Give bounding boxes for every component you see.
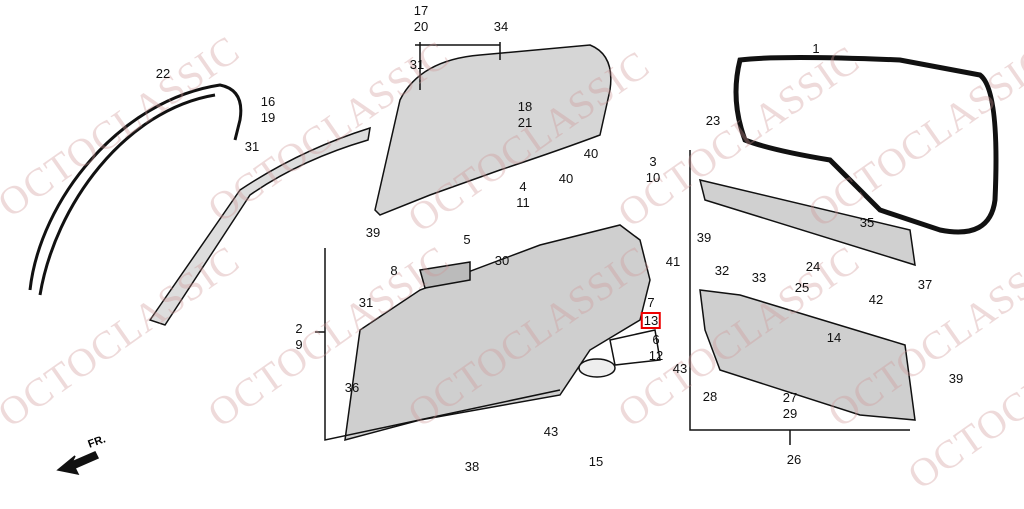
part-26-tailgate-trim: [699, 289, 916, 421]
callout-33[interactable]: 33: [751, 270, 767, 285]
part-16-pillar-trim: [148, 126, 371, 326]
callout-39[interactable]: 39: [365, 225, 381, 240]
callout-29[interactable]: 29: [782, 406, 798, 421]
callout-34[interactable]: 34: [493, 19, 509, 34]
callout-42[interactable]: 42: [868, 292, 884, 307]
callout-26[interactable]: 26: [786, 452, 802, 467]
callout-37[interactable]: 37: [917, 277, 933, 292]
callout-17[interactable]: 17: [413, 3, 429, 18]
part-17-upper-trim: [374, 44, 612, 216]
part-12-cap: [578, 358, 616, 378]
callout-38[interactable]: 38: [464, 459, 480, 474]
callout-13-highlighted[interactable]: 13: [640, 312, 662, 329]
callout-8[interactable]: 8: [390, 263, 398, 278]
bracket-2-9: [315, 248, 561, 441]
callout-31[interactable]: 31: [358, 295, 374, 310]
part-1-weatherstrip: [733, 55, 999, 235]
callout-4[interactable]: 4: [519, 179, 527, 194]
part-23-garnish: [698, 178, 916, 267]
callout-22[interactable]: 22: [155, 66, 171, 81]
part-6-cover: [609, 329, 661, 366]
callout-7[interactable]: 7: [647, 295, 655, 310]
callout-25[interactable]: 25: [794, 280, 810, 295]
callout-43[interactable]: 43: [672, 361, 688, 376]
callout-35[interactable]: 35: [859, 215, 875, 230]
callout-19[interactable]: 19: [260, 110, 276, 125]
callout-40[interactable]: 40: [583, 146, 599, 161]
callout-18[interactable]: 18: [517, 99, 533, 114]
callout-43[interactable]: 43: [543, 424, 559, 439]
part-22-weatherstrip: [28, 83, 243, 296]
callout-20[interactable]: 20: [413, 19, 429, 34]
callout-31[interactable]: 31: [409, 57, 425, 72]
callout-15[interactable]: 15: [588, 454, 604, 469]
callout-28[interactable]: 28: [702, 389, 718, 404]
callout-5[interactable]: 5: [463, 232, 471, 247]
callout-2[interactable]: 2: [295, 321, 303, 336]
callout-41[interactable]: 41: [665, 254, 681, 269]
callout-31[interactable]: 31: [244, 139, 260, 154]
callout-24[interactable]: 24: [805, 259, 821, 274]
callout-3[interactable]: 3: [649, 154, 657, 169]
bracket-26: [689, 150, 910, 445]
fr-arrow-icon: [56, 451, 100, 476]
callout-10[interactable]: 10: [645, 170, 661, 185]
callout-27[interactable]: 27: [782, 390, 798, 405]
callout-40[interactable]: 40: [558, 171, 574, 186]
bracket-17-20: [415, 42, 501, 90]
callout-36[interactable]: 36: [344, 380, 360, 395]
callout-30[interactable]: 30: [494, 253, 510, 268]
callout-21[interactable]: 21: [517, 115, 533, 130]
callout-39[interactable]: 39: [696, 230, 712, 245]
callout-23[interactable]: 23: [705, 113, 721, 128]
callout-1[interactable]: 1: [812, 41, 820, 56]
callout-39[interactable]: 39: [948, 371, 964, 386]
part-8-pocket: [419, 261, 471, 289]
callout-12[interactable]: 12: [648, 348, 664, 363]
callout-14[interactable]: 14: [826, 330, 842, 345]
callout-9[interactable]: 9: [295, 337, 303, 352]
part-2-side-trim: [344, 224, 651, 442]
callout-32[interactable]: 32: [714, 263, 730, 278]
callout-6[interactable]: 6: [652, 332, 660, 347]
callout-16[interactable]: 16: [260, 94, 276, 109]
callout-11[interactable]: 11: [516, 195, 530, 210]
